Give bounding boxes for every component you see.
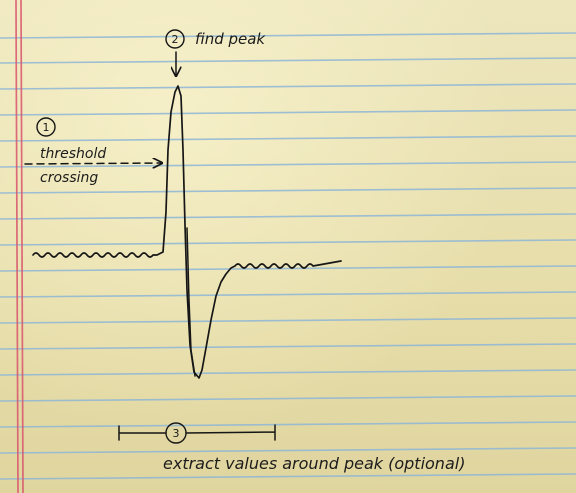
step-2-number-circle [165,29,185,49]
step-1-threshold-crossing: 1 threshold crossing [24,117,162,186]
step-1-number: 1 [43,121,50,134]
step-1-label-line-1: threshold [40,146,106,162]
step-3-extract-window: 3 extract values around peak (optional) [118,422,465,473]
step-2-label: find peak [195,30,266,48]
waveform-retrace-line [186,227,196,377]
step-1-number-circle [36,117,56,137]
step-3-number-circle [165,422,187,444]
margin-lines [15,0,24,493]
step-1-label-line-2: crossing [40,170,98,186]
step-2-find-peak: 2 find peak [165,29,266,76]
step-3-label: extract values around peak (optional) [163,454,465,473]
threshold-dashed-arrow [24,163,162,164]
ruled-lines [0,32,576,480]
extract-window-bracket [118,424,276,441]
step-2-number: 2 [172,33,179,46]
waveform-trace [32,85,342,379]
step-3-number: 3 [173,427,180,440]
